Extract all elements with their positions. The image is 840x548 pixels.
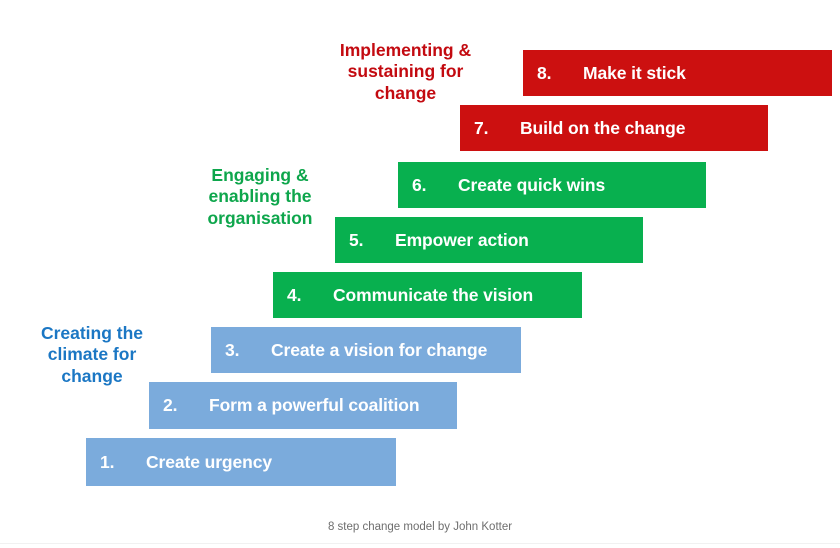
step-label-7: Build on the change <box>520 117 686 138</box>
step-number-2: 2. <box>163 395 178 415</box>
step-bar-2[interactable]: 2. Form a powerful coalition <box>149 382 457 429</box>
step-number-4: 4. <box>287 284 302 305</box>
step-bar-5[interactable]: 5. Empower action <box>335 217 643 263</box>
step-number-6: 6. <box>412 174 427 195</box>
step-bar-4[interactable]: 4. Communicate the vision <box>273 272 582 318</box>
step-number-7: 7. <box>474 117 489 138</box>
step-label-3: Create a vision for change <box>271 339 488 360</box>
phase-label-implementing: Implementing & sustaining for change <box>339 40 472 103</box>
step-number-8: 8. <box>537 62 552 83</box>
step-bar-8[interactable]: 8. Make it stick <box>523 50 832 96</box>
step-bar-3[interactable]: 3. Create a vision for change <box>211 327 521 373</box>
step-label-5: Empower action <box>395 229 529 250</box>
step-number-5: 5. <box>349 229 364 250</box>
step-number-3: 3. <box>225 339 240 360</box>
step-label-4: Communicate the vision <box>333 284 534 305</box>
phase-label-creating: Creating the climate for change <box>40 323 144 386</box>
step-bar-1[interactable]: 1. Create urgency <box>86 438 396 486</box>
step-label-1: Create urgency <box>146 451 273 472</box>
step-label-8: Make it stick <box>583 62 686 83</box>
step-number-1: 1. <box>100 451 115 472</box>
step-bar-7[interactable]: 7. Build on the change <box>460 105 768 151</box>
step-label-2: Form a powerful coalition <box>209 395 420 415</box>
step-label-6: Create quick wins <box>458 174 606 195</box>
slide-caption: 8 step change model by John Kotter <box>327 521 513 533</box>
bottom-divider <box>0 543 840 544</box>
phase-label-engaging: Engaging & enabling the organisation <box>207 165 313 228</box>
step-bar-6[interactable]: 6. Create quick wins <box>398 162 706 208</box>
